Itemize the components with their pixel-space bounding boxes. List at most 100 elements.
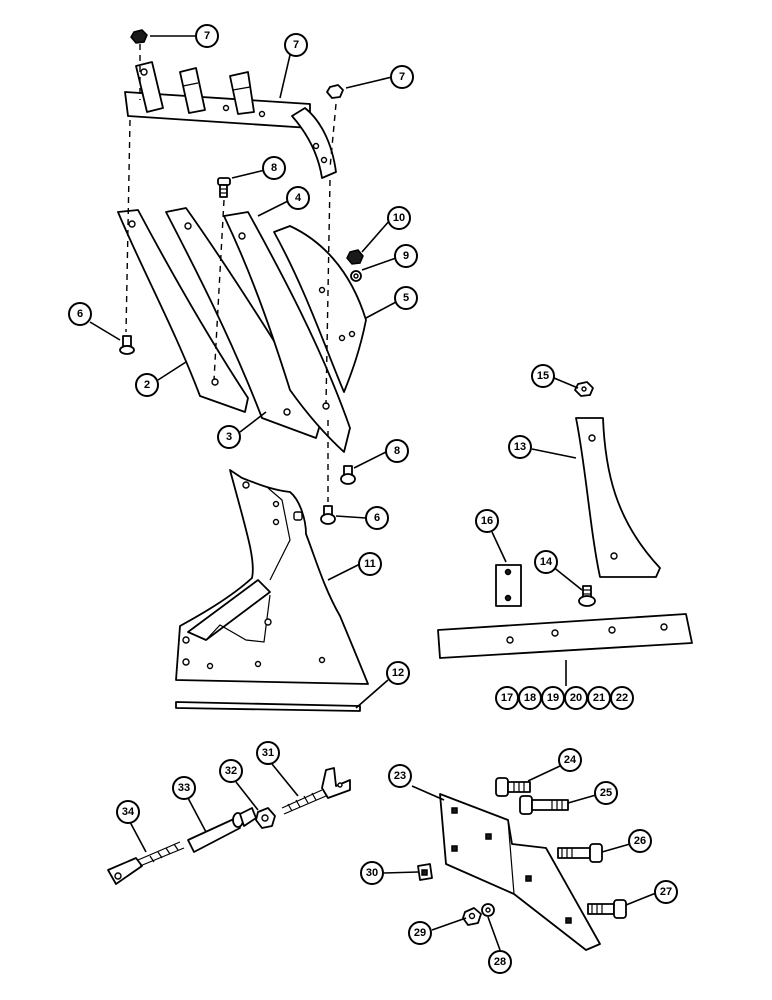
svg-text:4: 4: [295, 192, 302, 204]
callout-14: 14: [534, 550, 558, 574]
svg-text:31: 31: [262, 747, 274, 759]
svg-text:26: 26: [634, 835, 646, 847]
share-23: [439, 793, 601, 951]
svg-text:2: 2: [144, 379, 150, 391]
callout-7-right: 7: [390, 65, 414, 89]
callouts: 7 7 7 8 4 10 9 5 6 2 3 8 6 11 12 15 13 1…: [68, 24, 678, 974]
callout-12: 12: [386, 661, 410, 685]
callout-21: 21: [587, 686, 611, 710]
part-13: [575, 417, 661, 578]
callout-8-lower: 8: [385, 439, 409, 463]
callout-34: 34: [116, 800, 140, 824]
callout-17: 17: [495, 686, 519, 710]
svg-text:23: 23: [394, 770, 406, 782]
tie-rod-assembly: [107, 767, 351, 885]
svg-text:7: 7: [399, 71, 405, 83]
callout-15: 15: [531, 364, 555, 388]
strip-3: [165, 207, 323, 439]
svg-text:11: 11: [364, 558, 376, 570]
svg-text:15: 15: [537, 370, 549, 382]
nut-15: [574, 381, 594, 397]
nut-29: [462, 907, 482, 926]
callout-30: 30: [360, 861, 384, 885]
callout-5: 5: [394, 286, 418, 310]
bolt-6-left: [119, 335, 135, 355]
callout-25: 25: [594, 781, 618, 805]
bracket-assembly: [124, 61, 337, 179]
callout-26: 26: [628, 829, 652, 853]
washer-28: [481, 903, 495, 917]
frog-11: [175, 469, 369, 685]
callout-33: 33: [172, 776, 196, 800]
plate-16: [495, 564, 522, 607]
callout-2: 2: [135, 373, 159, 397]
svg-text:33: 33: [178, 782, 190, 794]
callout-4: 4: [286, 186, 310, 210]
svg-text:19: 19: [547, 692, 559, 704]
nut-7-right: [326, 84, 344, 99]
bolt-8-lower: [340, 465, 356, 485]
callout-10: 10: [387, 206, 411, 230]
bolt-27: [587, 899, 627, 919]
callout-24: 24: [558, 748, 582, 772]
bar-12: [175, 701, 361, 712]
svg-text:30: 30: [366, 867, 378, 879]
svg-text:18: 18: [524, 692, 536, 704]
bolt-8-upper: [217, 177, 231, 198]
callout-6-lower: 6: [365, 506, 389, 530]
svg-text:14: 14: [540, 556, 553, 568]
callout-19: 19: [541, 686, 565, 710]
svg-text:7: 7: [293, 39, 299, 51]
callout-18: 18: [518, 686, 542, 710]
bolt-6-lower: [320, 505, 336, 525]
callout-29: 29: [408, 921, 432, 945]
callout-7-bracket: 7: [284, 33, 308, 57]
svg-text:32: 32: [225, 765, 237, 777]
strip-2: [117, 209, 249, 413]
svg-text:3: 3: [226, 431, 232, 443]
svg-text:34: 34: [122, 806, 135, 818]
svg-text:13: 13: [514, 441, 526, 453]
callout-11: 11: [358, 552, 382, 576]
washer-9: [350, 270, 362, 282]
callout-28: 28: [488, 950, 512, 974]
svg-text:12: 12: [392, 667, 404, 679]
leader-lines: [89, 35, 657, 951]
svg-text:5: 5: [403, 292, 409, 304]
nut-30: [417, 863, 433, 881]
callout-31: 31: [256, 741, 280, 765]
nut-10: [346, 249, 364, 265]
svg-text:22: 22: [616, 692, 628, 704]
bolt-24: [495, 777, 531, 797]
callout-27: 27: [654, 880, 678, 904]
callout-6-left: 6: [68, 302, 92, 326]
svg-text:25: 25: [600, 787, 612, 799]
svg-text:29: 29: [414, 927, 426, 939]
strip-4: [223, 211, 351, 453]
svg-text:6: 6: [374, 512, 380, 524]
callout-8-upper: 8: [262, 156, 286, 180]
bolt-25: [519, 795, 569, 815]
svg-text:28: 28: [494, 956, 506, 968]
svg-text:17: 17: [501, 692, 513, 704]
svg-text:8: 8: [271, 162, 277, 174]
nut-7-top: [130, 29, 148, 44]
callout-13: 13: [508, 435, 532, 459]
bolt-26: [557, 843, 603, 863]
svg-text:20: 20: [570, 692, 582, 704]
callout-32: 32: [219, 759, 243, 783]
svg-text:10: 10: [393, 212, 405, 224]
svg-text:21: 21: [593, 692, 605, 704]
callout-7-top: 7: [195, 24, 219, 48]
svg-text:6: 6: [77, 308, 83, 320]
bolt-14: [578, 585, 596, 607]
strip-5: [273, 225, 367, 393]
callout-23: 23: [388, 764, 412, 788]
callout-16: 16: [475, 509, 499, 533]
svg-text:8: 8: [394, 445, 400, 457]
callout-22: 22: [610, 686, 634, 710]
svg-text:16: 16: [481, 515, 493, 527]
callout-20: 20: [564, 686, 588, 710]
svg-text:9: 9: [403, 250, 409, 262]
